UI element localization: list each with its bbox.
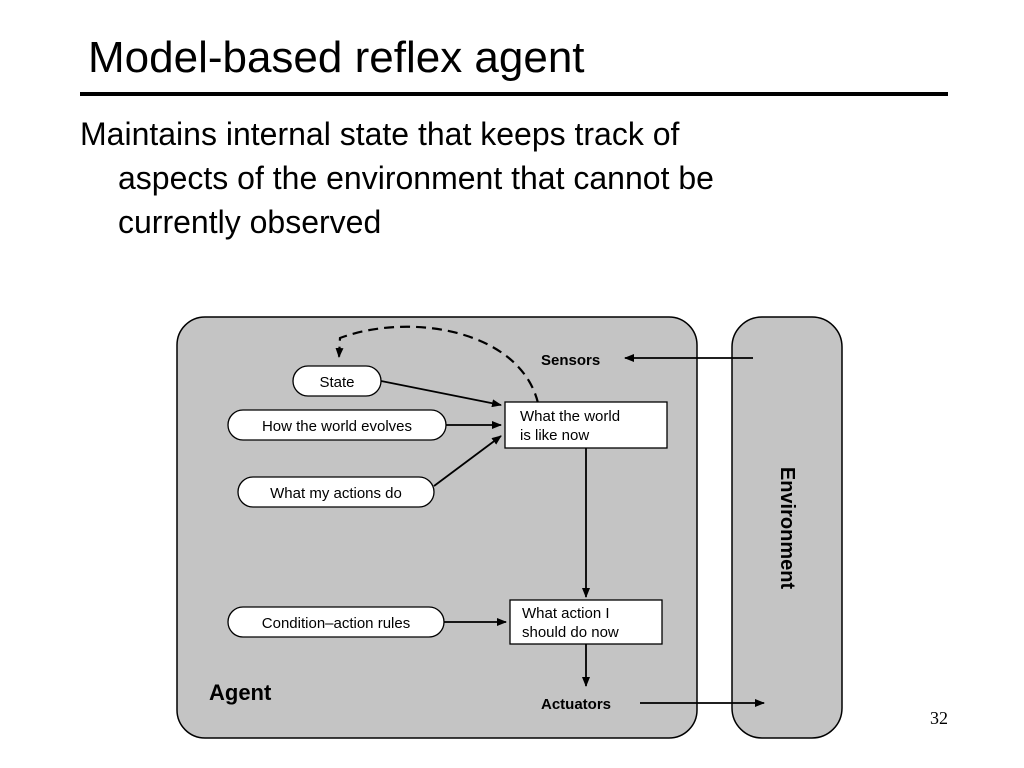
bullet-line-3: currently observed [118,204,382,240]
state-to-world-arrow [380,380,502,408]
environment-label: Environment [776,467,798,590]
world-now-line-2: is like now [520,427,589,444]
slide-number: 32 [930,708,948,728]
actuators-label: Actuators [541,696,611,713]
world-now-box [504,401,668,449]
environment-panel [731,316,843,739]
agent-panel [176,316,698,739]
state-feedback-arrow [335,325,540,404]
action-now-line-1: What action I [522,605,610,622]
action-now-line-2: should do now [522,624,619,641]
actions-do-oval [237,476,435,508]
bullet-text: Maintains internal state that keeps trac… [80,112,940,244]
sensors-label: Sensors [541,352,600,369]
actions-do-label: What my actions do [270,485,402,502]
rules-label: Condition–action rules [262,615,410,632]
bullet-line-2: aspects of the environment that cannot b… [118,160,714,196]
state-label: State [319,374,354,391]
agent-label: Agent [209,680,272,705]
bullet-line-1: Maintains internal state that keeps trac… [80,116,680,152]
world-evolves-label: How the world evolves [262,418,412,435]
title-underline [80,92,948,96]
world-now-line-1: What the world [520,408,620,425]
slide-title: Model-based reflex agent [88,33,585,82]
actions-to-world-arrow [433,435,502,487]
